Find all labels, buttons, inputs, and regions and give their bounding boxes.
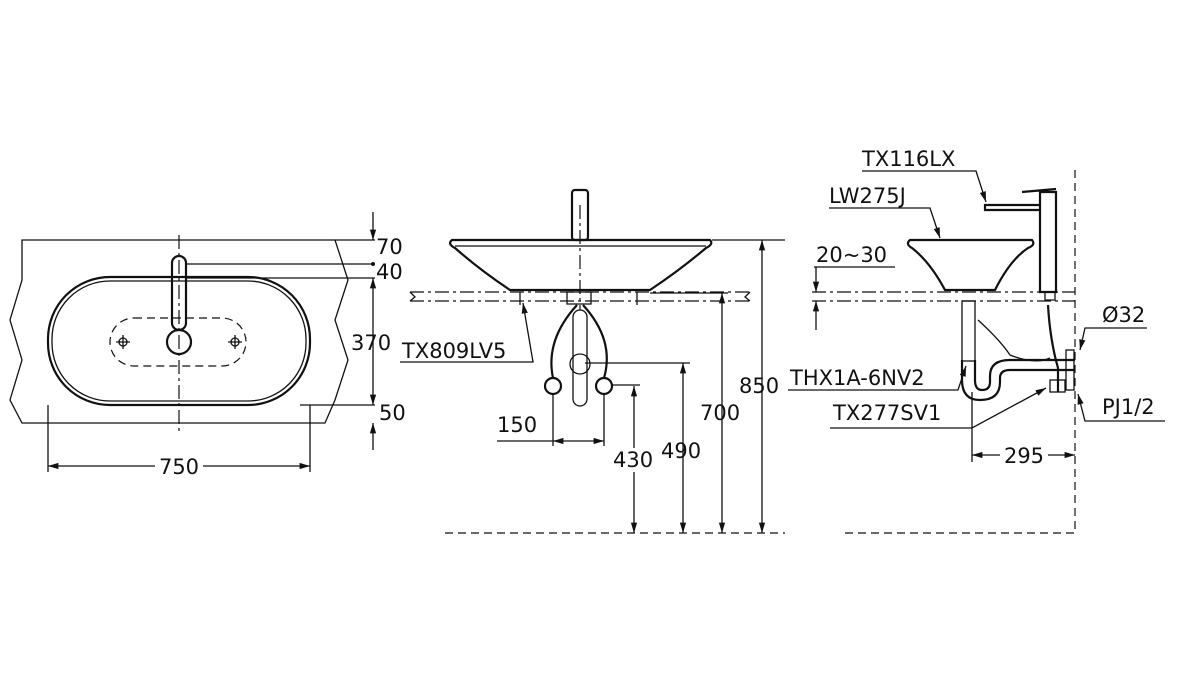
dim-750: 750: [159, 455, 199, 479]
label-trap: THX1A-6NV2: [789, 366, 925, 390]
overflow-hose: [977, 319, 1051, 362]
basin-side: [906, 238, 1035, 292]
dim-50: 50: [379, 401, 406, 425]
dim-850: 850: [739, 374, 779, 398]
vanity-cutout-outline: [109, 317, 247, 367]
p-trap: [960, 358, 1075, 402]
dim-430-background: [612, 448, 655, 472]
basin-front: [448, 238, 713, 292]
supply-hose-side: [1046, 304, 1060, 392]
label-basin: LW275J: [829, 184, 906, 208]
dim-40: 40: [376, 260, 403, 284]
mounting-cross-icon: [116, 335, 242, 349]
dim-counter-thickness: 20~30: [816, 243, 887, 267]
label-thread: PJ1/2: [1102, 395, 1155, 419]
dim-490: 490: [661, 439, 701, 463]
plan-view: 70 40 370 50 750: [9, 212, 406, 479]
countertop-outline: [9, 239, 349, 424]
drain-pipe: [572, 309, 588, 407]
side-view: TX116LX LW275J 20~30 Ø32 PJ1/2 THX1A-6NV…: [788, 147, 1165, 534]
front-view: TX809LV5 150 430 490 700 850: [400, 188, 785, 534]
label-drain: TX809LV5: [401, 339, 506, 363]
label-stop-valve: TX277SV1: [832, 401, 941, 425]
supply-hoses: [550, 304, 608, 379]
label-pipe-diameter: Ø32: [1102, 303, 1145, 327]
faucet-side: [983, 187, 1058, 294]
dim-295: 295: [1004, 444, 1044, 468]
dim-370: 370: [351, 331, 391, 355]
dim-70: 70: [376, 235, 403, 259]
dim-150: 150: [497, 413, 537, 437]
dim-700: 700: [700, 401, 740, 425]
label-faucet: TX116LX: [861, 147, 955, 171]
dim-430: 430: [613, 448, 653, 472]
